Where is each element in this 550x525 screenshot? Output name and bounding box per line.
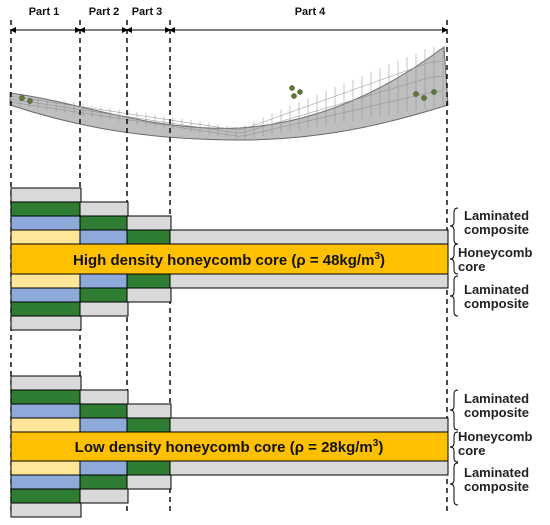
part-3-label: Part 3 xyxy=(132,6,163,18)
part-2-label: Part 2 xyxy=(89,6,120,18)
part-1-label: Part 1 xyxy=(29,6,60,18)
high-density-core-label: High density honeycomb core (ρ = 48kg/m3… xyxy=(73,251,385,269)
low-density-core-label: Low density honeycomb core (ρ = 28kg/m3) xyxy=(75,438,384,456)
upper-laminate-1 xyxy=(10,187,449,245)
part-4-label: Part 4 xyxy=(295,6,326,18)
upper-laminate-2 xyxy=(10,375,449,433)
lower-laminate-1 xyxy=(10,273,449,331)
blade-mesh xyxy=(9,46,449,141)
low-density-layup: Low density honeycomb core (ρ = 28kg/m3) xyxy=(10,375,449,518)
lower-laminate-2 xyxy=(10,460,449,518)
high-density-core xyxy=(10,243,449,275)
low-density-core xyxy=(10,431,449,462)
high-density-layup: High density honeycomb core (ρ = 48kg/m3… xyxy=(10,187,449,331)
